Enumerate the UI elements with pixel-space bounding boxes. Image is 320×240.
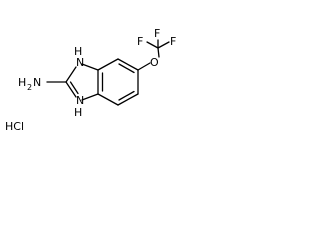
- bond-c3a-c4: [97, 58, 119, 71]
- double-bond-c2-n1: [69, 81, 79, 95]
- bond-n1-c7a: [81, 93, 99, 101]
- bond-o-cf3: [157, 47, 160, 58]
- bond-c7-c7a: [97, 93, 119, 106]
- atom-o: O: [150, 56, 159, 69]
- atom-nh-top: N H: [74, 45, 84, 69]
- bond-c5-o: [137, 62, 151, 71]
- bond-c-f-right: [157, 41, 170, 49]
- atom-f-top: F: [154, 27, 160, 40]
- bond-n3-c2: [65, 66, 77, 83]
- amine-h-subscript: 2: [27, 83, 32, 92]
- atom-n-bottom: N: [76, 94, 84, 107]
- atom-f-left: F: [137, 35, 143, 48]
- atom-h-bottom: H: [74, 106, 82, 119]
- atom-n-top: N: [76, 56, 84, 69]
- benzene-ring: [97, 58, 139, 106]
- atom-n-amine: N: [33, 76, 41, 89]
- bond-c6-c7: [117, 93, 139, 106]
- double-bond-c4-c5: [118, 63, 135, 74]
- bond-c-f-left: [146, 41, 159, 49]
- atom-h-amine: H: [18, 76, 26, 89]
- trifluoromethoxy-group: [137, 39, 170, 71]
- bond-c2-n1: [65, 81, 77, 98]
- imidazole-ring: [65, 63, 99, 101]
- bond-c4-c5: [117, 58, 139, 71]
- atom-nh-bottom: N H: [74, 94, 84, 119]
- salt-label: HCl: [5, 120, 24, 133]
- atom-h-top: H: [74, 45, 82, 58]
- bond-c3a-n3: [81, 63, 99, 71]
- double-bond-c6-c7: [118, 90, 135, 101]
- amine-group: H 2 N: [18, 76, 41, 92]
- atom-f-right: F: [170, 35, 176, 48]
- chemical-structure: F F F O N H N H H 2 N HCl: [5, 27, 176, 133]
